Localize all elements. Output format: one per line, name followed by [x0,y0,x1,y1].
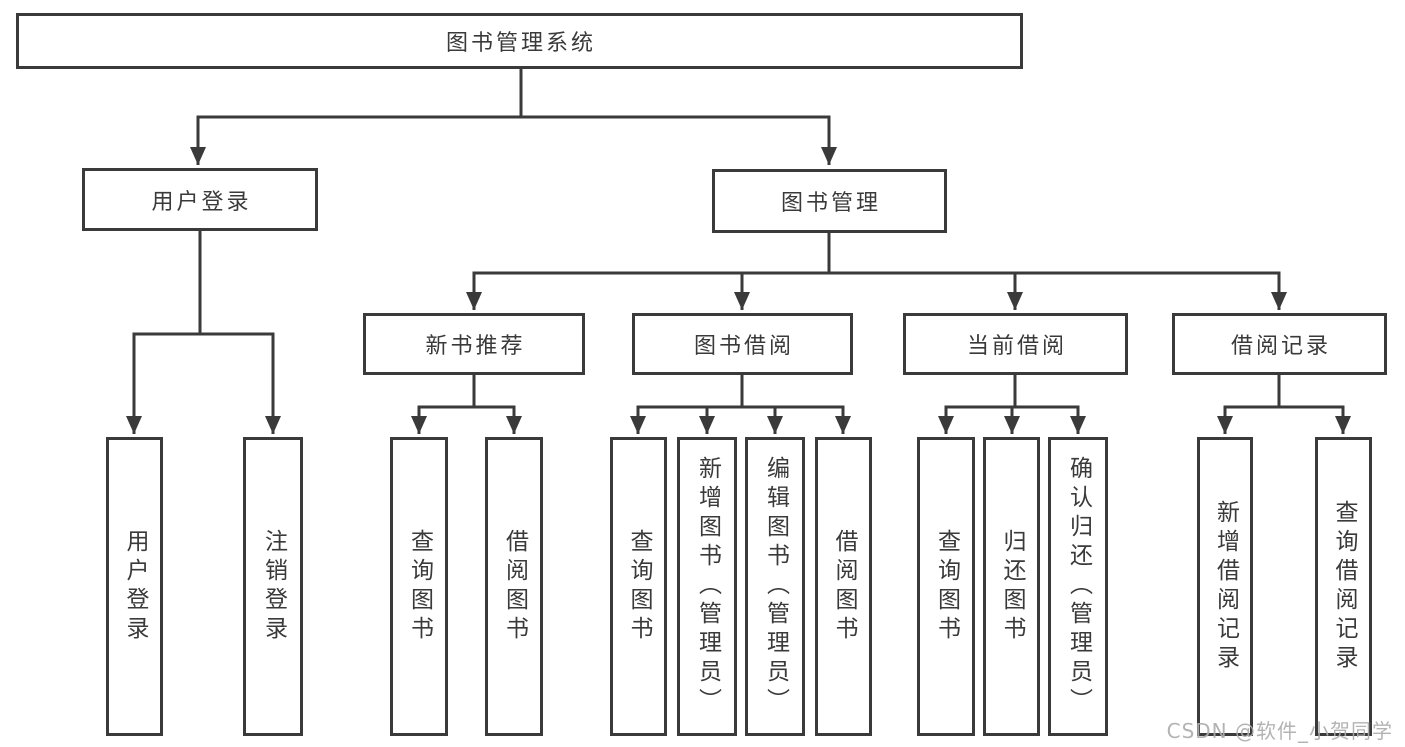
node-leaf-user-login: 用户登录 [106,437,163,736]
node-label: 借阅图书 [831,528,857,645]
node-borrowing-records: 借阅记录 [1172,313,1387,375]
node-label: 新增借阅记录 [1212,499,1239,674]
node-label: 编辑图书（管理员） [762,456,789,717]
node-library-management-system: 图书管理系统 [16,13,1023,69]
node-label: 图书管理 [780,191,881,216]
node-leaf-edit-books-admin: 编辑图书（管理员） [745,437,805,736]
node-leaf-add-books-admin: 新增图书（管理员） [677,437,737,736]
node-leaf-borrow-books: 借阅图书 [815,437,872,736]
node-leaf-query-borrow-record: 查询借阅记录 [1315,437,1372,736]
node-label: 当前借阅 [966,334,1067,359]
node-label: 用户登录 [122,528,148,645]
node-label: 借阅记录 [1230,334,1331,359]
node-leaf-query-books: 查询图书 [610,437,667,736]
node-label: 用户登录 [151,189,252,215]
node-label: 查询图书 [406,528,433,645]
node-label: 查询图书 [933,528,960,645]
node-leaf-query-books: 查询图书 [917,437,975,736]
node-leaf-query-books: 查询图书 [390,437,448,736]
csdn-watermark: CSDN @软件_小贺同学 [1166,719,1393,743]
node-label: 归还图书 [999,528,1025,645]
node-label: 新书推荐 [425,334,526,359]
node-label: 注销登录 [260,528,287,645]
node-leaf-return-books: 归还图书 [983,437,1040,736]
node-user-login: 用户登录 [82,168,318,231]
node-leaf-logout: 注销登录 [243,437,303,736]
node-label: 确认归还（管理员） [1065,456,1092,717]
node-leaf-borrow-books: 借阅图书 [485,437,543,736]
node-label: 新增图书（管理员） [694,456,721,717]
node-label: 借阅图书 [501,528,528,645]
node-label: 图书管理系统 [445,31,596,56]
node-current-borrowing: 当前借阅 [903,313,1128,375]
node-book-borrowing: 图书借阅 [632,313,853,375]
node-label: 查询图书 [626,528,652,645]
node-label: 图书借阅 [693,334,794,359]
node-leaf-add-borrow-record: 新增借阅记录 [1197,437,1253,736]
node-label: 查询借阅记录 [1331,499,1357,674]
node-book-management: 图书管理 [712,169,947,233]
node-new-book-recommendation: 新书推荐 [363,313,585,375]
node-leaf-confirm-return-admin: 确认归还（管理员） [1048,437,1108,736]
